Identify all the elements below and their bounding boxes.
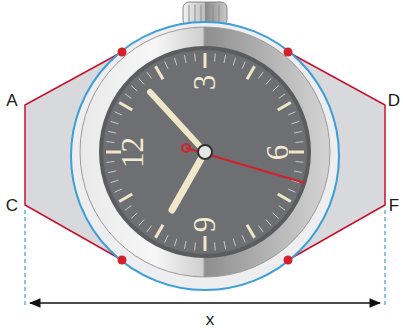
tick-mark [273,213,279,218]
tick-mark [184,241,186,249]
tick-mark [131,213,137,218]
tick-mark [165,235,168,242]
point-label: A [6,92,17,109]
tick-mark [273,86,279,91]
tick-mark [279,205,285,210]
tick-mark [147,72,152,78]
tick-mark [147,226,152,232]
tick-mark [266,220,271,226]
tick-mark [233,239,235,247]
tick-mark [174,239,176,247]
tick-mark [288,112,295,115]
tick-mark [224,55,226,63]
tick-mark [194,54,196,62]
tick-mark [258,72,263,78]
extension-line [24,210,25,308]
bezel [80,27,330,277]
point-label: F [389,197,399,214]
hour-hand [172,152,205,210]
tick-mark [214,243,216,251]
crown-ridges [189,5,219,23]
tick-mark [294,131,302,133]
dial-numeral: 12 [117,137,148,168]
tick-mark [111,121,119,123]
tick-mark [278,103,291,111]
minute-hand [150,92,205,152]
tick-mark [296,141,304,143]
tick-mark [119,194,132,202]
tick-mark [115,189,122,192]
tick-mark [184,55,186,63]
tick-mark [296,161,304,163]
tick-mark [247,225,255,238]
dial-numeral: 6 [263,144,294,160]
tick-mark [294,171,302,173]
tick-mark [266,78,271,84]
point-label: C [6,197,18,214]
tick-mark [115,112,122,115]
tick-mark [292,121,300,123]
tick-mark [107,141,115,143]
tick-mark [224,241,226,249]
dimension-label: x [206,311,215,328]
tick-mark [125,205,131,210]
tick-mark [278,194,291,202]
tick-mark [242,235,245,242]
tick-mark [214,54,216,62]
tick-mark [288,189,295,192]
dimension-arrow [30,302,380,303]
tick-mark [108,131,116,133]
case-outline [71,22,339,290]
tick-mark [119,103,132,111]
tick-mark [174,58,176,66]
second-hand-counterweight [182,144,190,152]
tick-mark [111,180,119,182]
dial-numeral: 9 [190,216,221,232]
tick-mark [108,171,116,173]
tick-mark [156,66,164,79]
extension-line [384,210,385,308]
tick-mark [156,225,164,238]
tick-mark [233,58,235,66]
tick-mark [139,78,144,84]
dial-numeral: 3 [190,74,221,90]
dial-rim [99,46,311,258]
tick-mark [242,62,245,69]
center-pin [198,145,212,159]
tick-mark [139,220,144,226]
tick-mark [125,94,131,99]
tick-mark [107,161,115,163]
tick-mark [279,94,285,99]
tick-mark [165,62,168,69]
tick-mark [131,86,137,91]
tick-mark [247,66,255,79]
band-joints [118,48,293,265]
tick-mark [258,226,263,232]
point-label: D [388,92,400,109]
tick-mark [204,53,207,68]
tick-marks [106,53,304,251]
dial [103,50,307,254]
tick-mark [204,236,207,251]
tick-mark [194,243,196,251]
